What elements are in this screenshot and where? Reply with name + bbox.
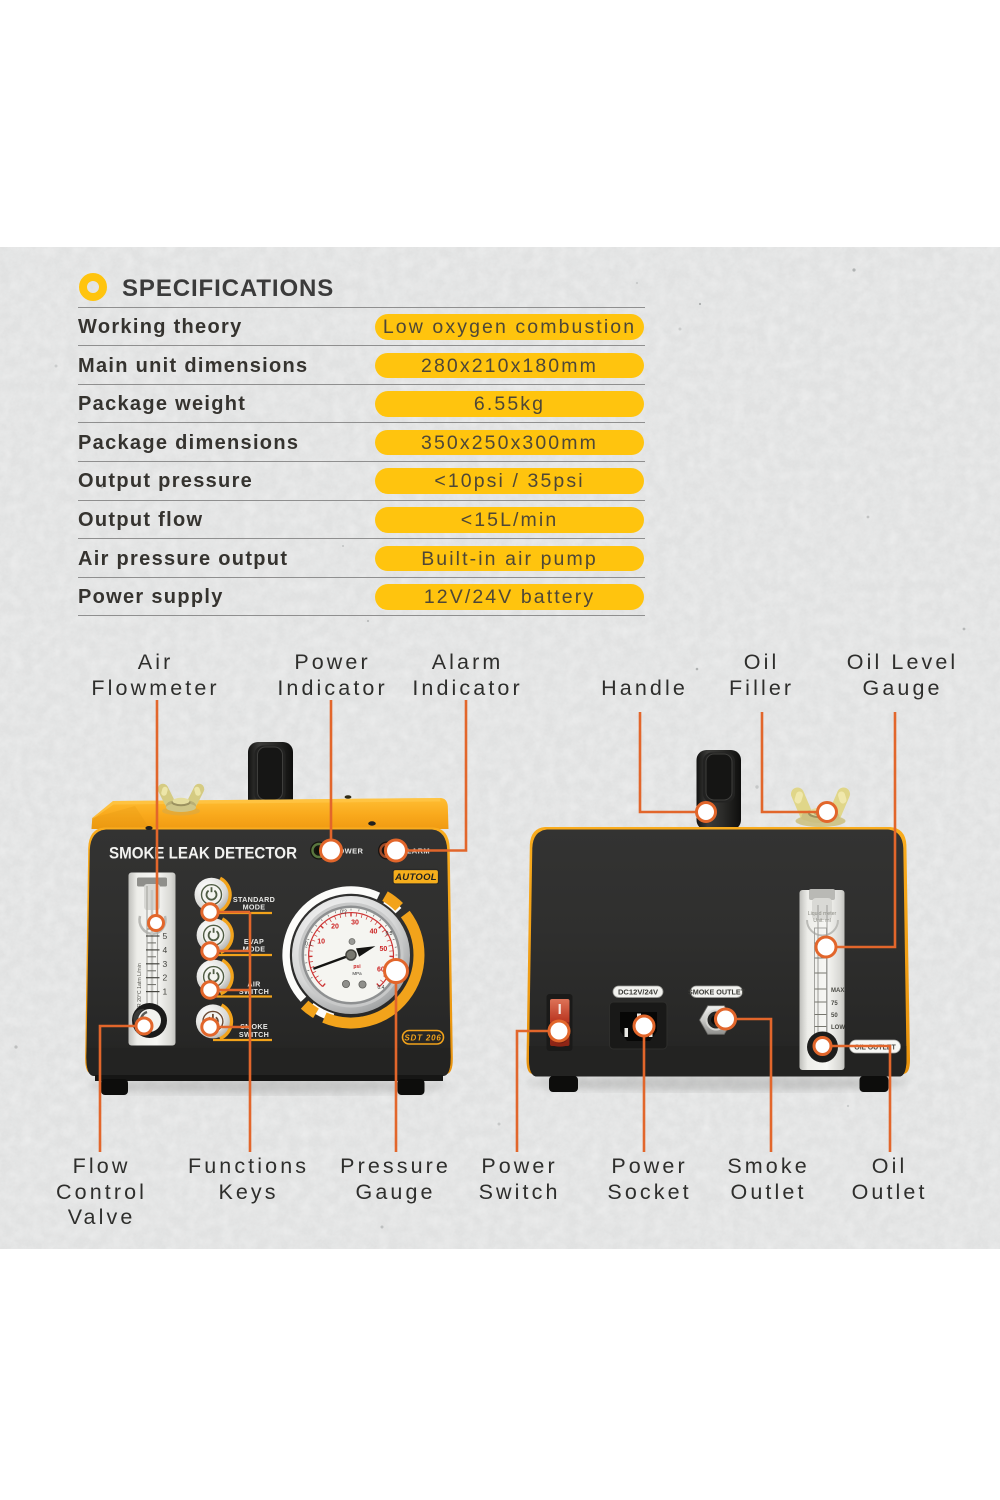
svg-text:75: 75 <box>831 1001 838 1007</box>
svg-text:3: 3 <box>163 959 168 969</box>
svg-text:AUTOOL: AUTOOL <box>394 872 437 883</box>
svg-text:Liquid meter: Liquid meter <box>808 911 837 917</box>
svg-text:4: 4 <box>163 945 168 955</box>
svg-text:MODE: MODE <box>243 945 266 954</box>
svg-text:1: 1 <box>163 987 168 997</box>
svg-text:60: 60 <box>377 966 385 973</box>
svg-text:AIR 20°C 1atm L/min: AIR 20°C 1atm L/min <box>137 963 143 1012</box>
svg-text:psi: psi <box>353 964 361 970</box>
svg-text:0.2: 0.2 <box>340 910 347 916</box>
svg-text:20: 20 <box>331 924 339 931</box>
svg-text:SWITCH: SWITCH <box>239 1030 269 1039</box>
svg-text:EVAP: EVAP <box>244 937 264 946</box>
svg-text:SMOKE OUTLET: SMOKE OUTLET <box>688 988 746 997</box>
svg-text:Unit: ml: Unit: ml <box>813 918 831 924</box>
svg-text:30: 30 <box>351 920 359 927</box>
svg-text:LOW: LOW <box>831 1025 845 1031</box>
svg-text:STANDARD: STANDARD <box>233 895 275 904</box>
svg-text:0.3: 0.3 <box>386 931 393 937</box>
svg-text:DC12V/24V: DC12V/24V <box>618 988 659 997</box>
svg-text:10: 10 <box>317 939 325 946</box>
svg-text:0.4: 0.4 <box>378 985 385 991</box>
svg-text:5: 5 <box>163 931 168 941</box>
svg-text:POWER: POWER <box>333 847 364 856</box>
svg-text:OIL OUTLET: OIL OUTLET <box>854 1045 896 1052</box>
svg-text:40: 40 <box>370 928 378 935</box>
svg-text:0.1: 0.1 <box>305 942 312 948</box>
svg-text:50: 50 <box>831 1013 838 1019</box>
svg-text:SDT 206: SDT 206 <box>404 1034 441 1043</box>
svg-text:SMOKE LEAK DETECTOR: SMOKE LEAK DETECTOR <box>109 845 297 863</box>
svg-text:MAX: MAX <box>831 988 844 994</box>
svg-text:SMOKE: SMOKE <box>240 1022 268 1031</box>
svg-text:SWITCH: SWITCH <box>239 987 269 996</box>
svg-text:2: 2 <box>163 973 168 983</box>
svg-text:MODE: MODE <box>243 903 266 912</box>
svg-text:AIR: AIR <box>247 980 261 989</box>
svg-text:MPa: MPa <box>352 971 362 976</box>
svg-text:50: 50 <box>380 946 388 953</box>
